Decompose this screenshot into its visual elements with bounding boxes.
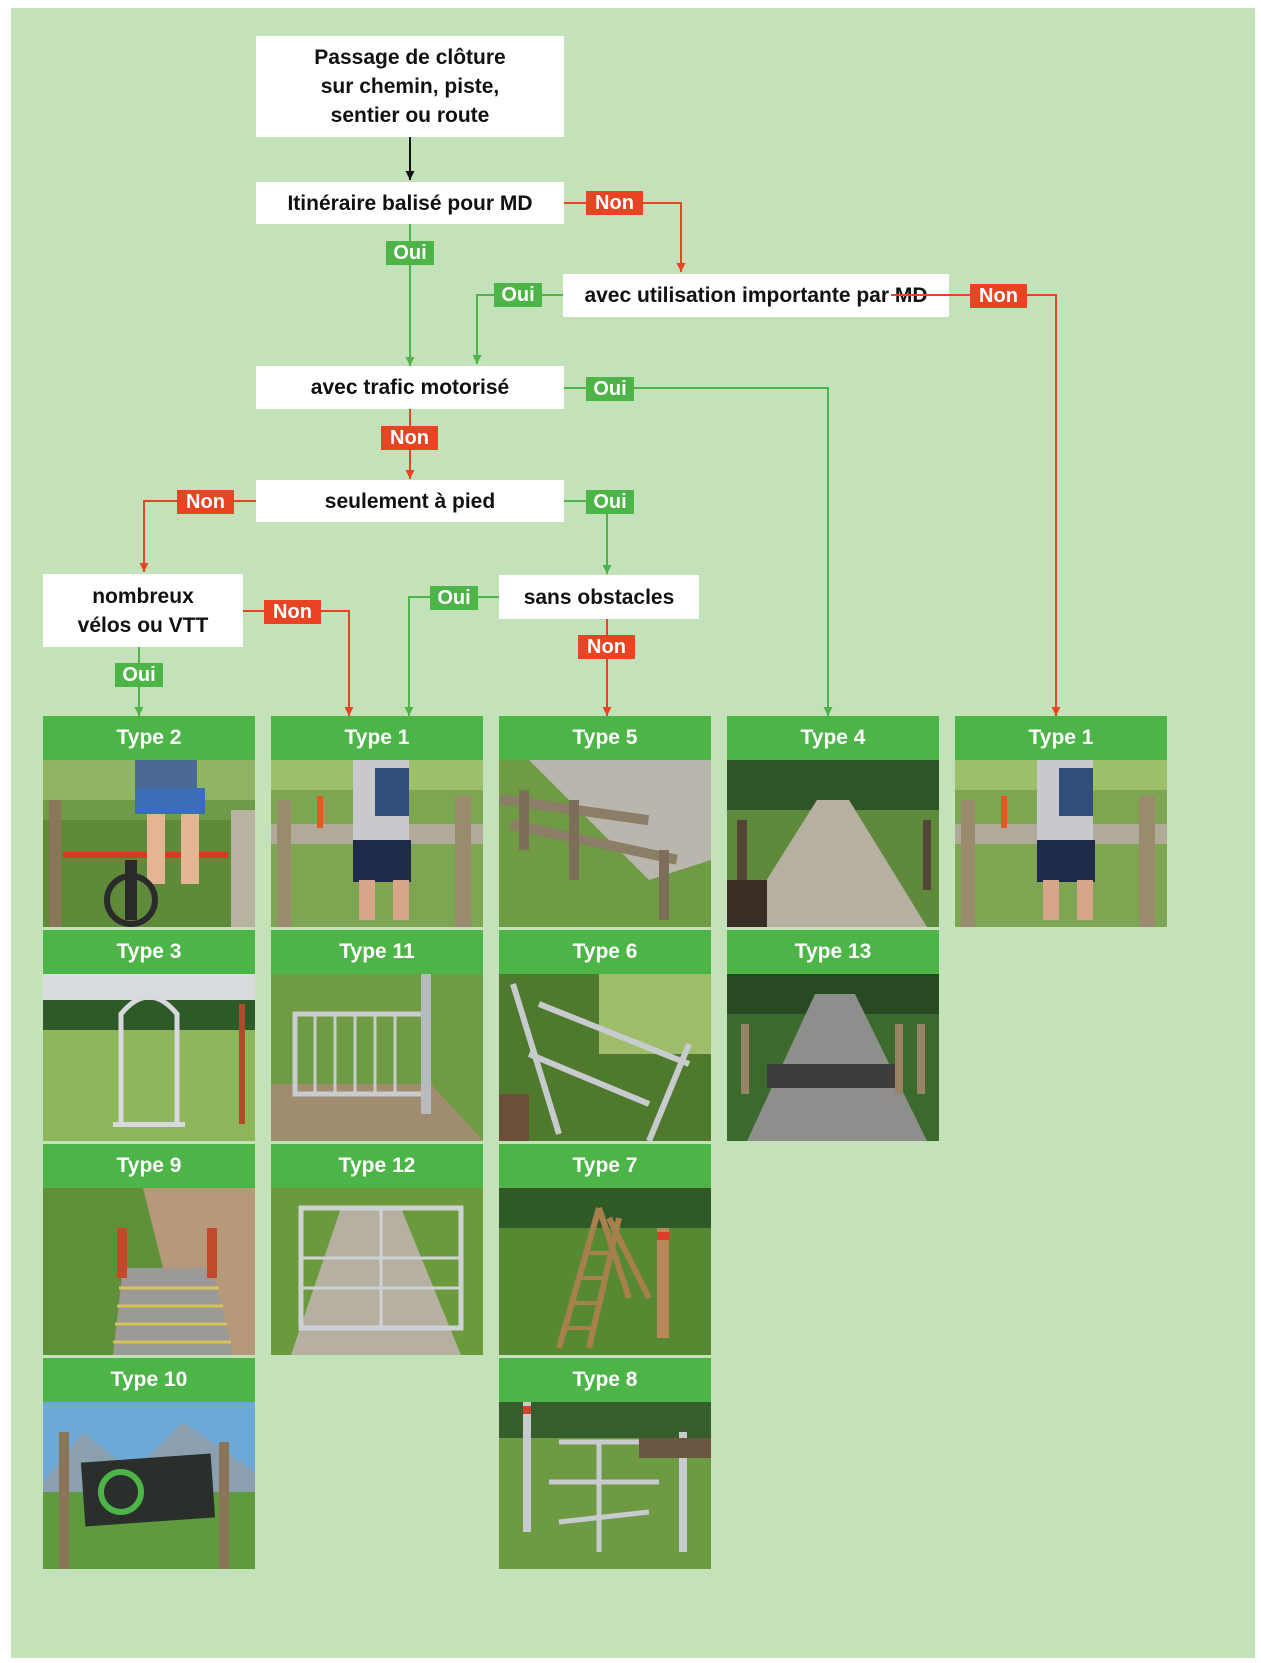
node-foot-only: seulement à pied xyxy=(256,480,564,522)
photo-wooden-zigzag-stile xyxy=(499,760,711,927)
type-label: Type 11 xyxy=(271,930,483,974)
node-motor-traffic: avec trafic motorisé xyxy=(256,366,564,409)
photo-double-gate xyxy=(271,1188,483,1355)
label-oui-heavy: Oui xyxy=(494,283,542,307)
photo-trail-grid xyxy=(43,1188,255,1355)
type-card: Type 11 xyxy=(271,930,483,1141)
type-card: Type 1 xyxy=(271,716,483,927)
type-card: Type 6 xyxy=(499,930,711,1141)
label-oui-foot: Oui xyxy=(586,490,634,514)
type-card: Type 4 xyxy=(727,716,939,927)
type-card: Type 3 xyxy=(43,930,255,1141)
label-non-heavy: Non xyxy=(970,284,1027,308)
node-start: Passage de clôture sur chemin, piste, se… xyxy=(256,36,564,137)
type-label: Type 10 xyxy=(43,1358,255,1402)
label-oui-obstacles: Oui xyxy=(430,586,478,610)
edge-bikes-non xyxy=(243,610,354,716)
type-label: Type 12 xyxy=(271,1144,483,1188)
type-card: Type 9 xyxy=(43,1144,255,1355)
type-label: Type 1 xyxy=(271,716,483,760)
type-label: Type 9 xyxy=(43,1144,255,1188)
type-label: Type 2 xyxy=(43,716,255,760)
type-label: Type 6 xyxy=(499,930,711,974)
node-many-bikes: nombreux vélos ou VTT xyxy=(43,574,243,647)
type-label: Type 4 xyxy=(727,716,939,760)
type-card: Type 2 xyxy=(43,716,255,927)
type-label: Type 3 xyxy=(43,930,255,974)
node-heavy-use: avec utilisation importante par MD xyxy=(563,274,949,317)
photo-hiker-gate xyxy=(271,760,483,927)
type-label: Type 7 xyxy=(499,1144,711,1188)
edge-obstacles-oui xyxy=(404,596,499,716)
photo-bike-sign xyxy=(43,1402,255,1569)
label-non-bikes: Non xyxy=(264,600,321,624)
type-card: Type 5 xyxy=(499,716,711,927)
type-label: Type 13 xyxy=(727,930,939,974)
edge-motor-oui xyxy=(564,387,833,716)
label-non-obstacles: Non xyxy=(578,635,635,659)
label-oui-marked: Oui xyxy=(386,241,434,265)
type-label: Type 1 xyxy=(955,716,1167,760)
type-card: Type 1 xyxy=(955,716,1167,927)
type-card: Type 10 xyxy=(43,1358,255,1569)
photo-gravel-road-gap xyxy=(727,760,939,927)
type-card: Type 8 xyxy=(499,1358,711,1569)
type-card: Type 12 xyxy=(271,1144,483,1355)
node-no-obstacles: sans obstacles xyxy=(499,575,699,619)
type-label: Type 8 xyxy=(499,1358,711,1402)
edge-heavy-non xyxy=(891,294,1061,716)
photo-turnstile xyxy=(499,1402,711,1569)
photo-metal-swing-gate xyxy=(271,974,483,1141)
photo-cyclist-gate xyxy=(43,760,255,927)
label-non-foot: Non xyxy=(177,490,234,514)
photo-ladder-stile xyxy=(499,1188,711,1355)
photo-hiker-gate xyxy=(955,760,1167,927)
photo-cattle-grid xyxy=(727,974,939,1141)
photo-metal-arch xyxy=(43,974,255,1141)
type-label: Type 5 xyxy=(499,716,711,760)
label-non-marked: Non xyxy=(586,191,643,215)
type-card: Type 7 xyxy=(499,1144,711,1355)
label-oui-motor: Oui xyxy=(586,377,634,401)
flowchart-canvas: Passage de clôture sur chemin, piste, se… xyxy=(11,8,1255,1658)
label-oui-bikes: Oui xyxy=(115,663,163,687)
label-non-motor: Non xyxy=(381,426,438,450)
photo-metal-bar-stile xyxy=(499,974,711,1141)
node-marked-route: Itinéraire balisé pour MD xyxy=(256,182,564,224)
type-card: Type 13 xyxy=(727,930,939,1141)
